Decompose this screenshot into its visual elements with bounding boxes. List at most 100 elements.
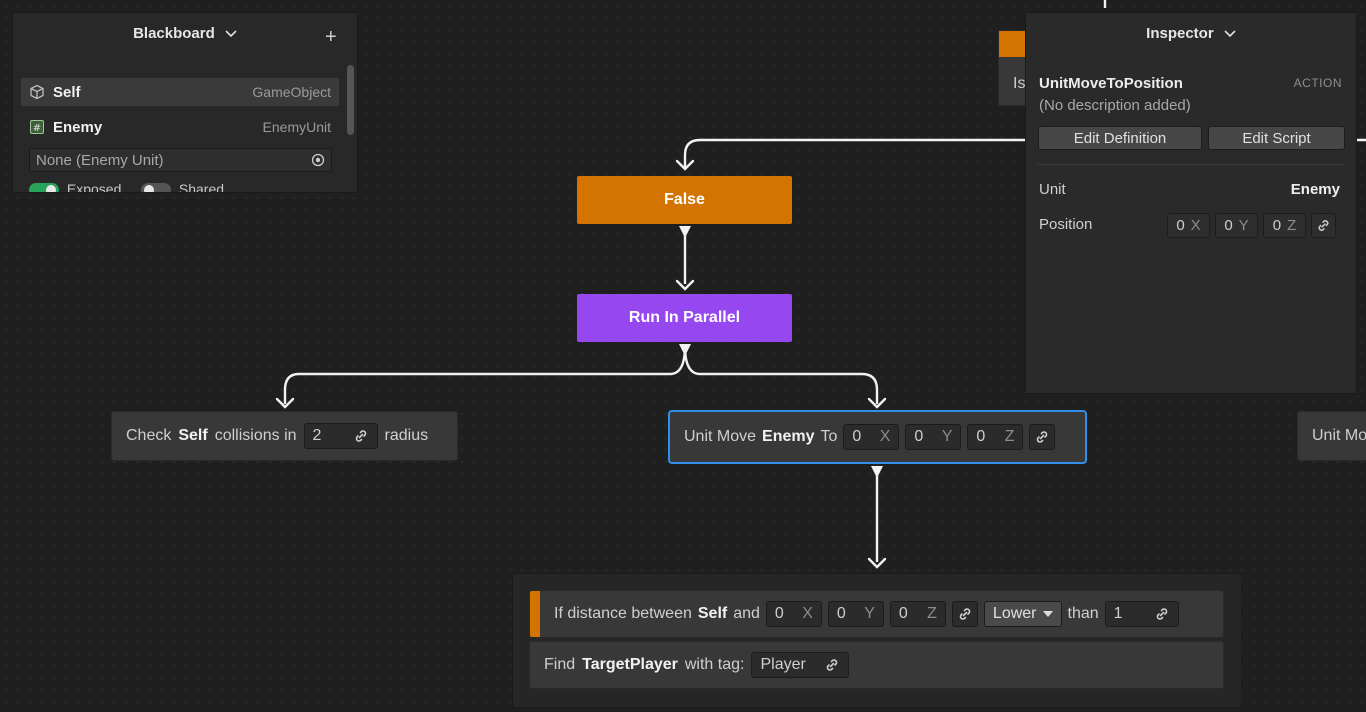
chevron-down-icon[interactable] [1224, 30, 1236, 38]
condition-x-value: 0 [774, 605, 784, 622]
edit-script-button[interactable]: Edit Script [1208, 126, 1345, 150]
y-axis-label: Y [1238, 217, 1249, 234]
x-axis-label: X [802, 605, 813, 622]
link-icon[interactable] [951, 601, 978, 627]
operator-dropdown[interactable]: Lower [983, 601, 1062, 627]
inspector-title: Inspector [1146, 25, 1214, 42]
variable-type: GameObject [252, 84, 331, 100]
cube-icon [30, 84, 44, 100]
z-axis-label: Z [1004, 428, 1015, 445]
add-variable-icon[interactable]: + [325, 26, 337, 48]
move-prefix: Unit Move [684, 428, 757, 445]
find-middle: with tag: [684, 656, 745, 673]
check-middle: collisions in [214, 427, 297, 444]
blackboard-title: Blackboard [133, 25, 215, 42]
tag-field[interactable]: Player [751, 652, 850, 678]
object-picker-icon[interactable] [311, 153, 325, 167]
false-node[interactable]: False [577, 176, 792, 224]
link-icon[interactable] [1029, 424, 1056, 450]
inspector-header[interactable]: Inspector [1026, 25, 1356, 42]
position-link-button[interactable] [1311, 213, 1336, 238]
move-subject: Enemy [762, 428, 815, 445]
condition-x-field[interactable]: 0 X [765, 601, 822, 627]
position-z-value: 0 [1272, 217, 1282, 234]
exposed-switch[interactable] [29, 183, 59, 192]
unit-label: Unit [1039, 181, 1066, 198]
link-icon[interactable] [353, 428, 369, 444]
z-axis-label: Z [927, 605, 937, 622]
condition-than: than [1067, 605, 1099, 622]
condition-prefix: If distance between [554, 605, 692, 622]
exposed-label: Exposed [66, 181, 122, 193]
enemy-field-value: None (Enemy Unit) [36, 151, 164, 169]
z-axis-label: Z [1287, 217, 1297, 234]
false-node-label: False [664, 191, 705, 208]
condition-accent-bar [530, 591, 540, 637]
threshold-field[interactable]: 1 [1104, 601, 1179, 627]
chevron-down-icon[interactable] [225, 30, 237, 38]
find-prefix: Find [544, 656, 576, 673]
position-z-field[interactable]: 0 Z [1263, 213, 1306, 238]
inspector-divider [1038, 164, 1344, 165]
inspector-node-name: UnitMoveToPosition [1039, 75, 1183, 92]
move-to: To [820, 428, 838, 445]
link-icon [1318, 220, 1329, 231]
move-y-value: 0 [914, 428, 924, 445]
run-in-parallel-node[interactable]: Run In Parallel [577, 294, 792, 342]
partial-node-label: Is [1013, 75, 1026, 92]
variable-name: Self [53, 83, 81, 101]
svg-text:#: # [33, 123, 41, 134]
blackboard-header[interactable]: Blackboard [13, 25, 357, 42]
shared-switch[interactable] [141, 183, 171, 192]
move-x-field[interactable]: 0 X [843, 424, 900, 450]
edit-definition-button[interactable]: Edit Definition [1038, 126, 1202, 150]
inspector-node-kind: ACTION [1293, 76, 1342, 90]
condition-y-value: 0 [836, 605, 846, 622]
condition-z-value: 0 [898, 605, 908, 622]
distance-condition-node[interactable]: If distance between Self and 0 X 0 Y 0 Z… [529, 590, 1224, 638]
link-icon[interactable] [1154, 606, 1170, 622]
position-label: Position [1039, 216, 1093, 233]
caret-down-icon [1042, 611, 1053, 617]
position-y-field[interactable]: 0 Y [1215, 213, 1258, 238]
condition-z-field[interactable]: 0 Z [889, 601, 946, 627]
y-axis-label: Y [941, 428, 953, 445]
find-subject: TargetPlayer [582, 656, 678, 673]
find-target-node[interactable]: Find TargetPlayer with tag: Player [529, 641, 1224, 689]
exposed-toggle[interactable]: Exposed [29, 181, 122, 193]
tag-value: Player [760, 656, 806, 673]
radius-field[interactable]: 2 [303, 423, 378, 449]
check-suffix: radius [384, 427, 429, 444]
operator-value: Lower [992, 605, 1037, 622]
variable-name: Enemy [53, 118, 103, 136]
link-icon[interactable] [824, 657, 840, 673]
condition-and: and [733, 605, 760, 622]
move-y-field[interactable]: 0 Y [905, 424, 962, 450]
blackboard-variable-enemy[interactable]: # Enemy EnemyUnit [21, 113, 339, 141]
check-subject: Self [178, 427, 208, 444]
unit-value[interactable]: Enemy [1290, 181, 1340, 198]
position-x-value: 0 [1176, 217, 1185, 234]
unit-move-node[interactable]: Unit Move Enemy To 0 X 0 Y 0 Z [668, 410, 1087, 464]
shared-toggle[interactable]: Shared [141, 181, 225, 193]
position-x-field[interactable]: 0 X [1167, 213, 1210, 238]
blackboard-scrollbar[interactable] [347, 65, 354, 135]
enemy-object-field[interactable]: None (Enemy Unit) [29, 148, 332, 172]
inspector-panel: Inspector UnitMoveToPosition ACTION (No … [1025, 12, 1357, 394]
blackboard-panel: Blackboard + Self GameObject # Enemy Ene… [12, 12, 358, 193]
blackboard-variable-self[interactable]: Self GameObject [21, 78, 339, 106]
variable-type: EnemyUnit [262, 119, 331, 135]
partial-unit-move-node[interactable]: Unit Mo [1297, 411, 1366, 461]
script-icon: # [30, 120, 44, 134]
threshold-value: 1 [1113, 605, 1123, 622]
partial-node-label: Unit Mo [1312, 427, 1366, 444]
condition-subject: Self [697, 605, 728, 622]
x-axis-label: X [879, 428, 891, 445]
radius-value: 2 [312, 427, 322, 444]
condition-y-field[interactable]: 0 Y [827, 601, 884, 627]
move-z-field[interactable]: 0 Z [967, 424, 1024, 450]
check-prefix: Check [126, 427, 172, 444]
check-collisions-node[interactable]: Check Self collisions in 2 radius [111, 411, 458, 461]
shared-label: Shared [178, 181, 225, 193]
